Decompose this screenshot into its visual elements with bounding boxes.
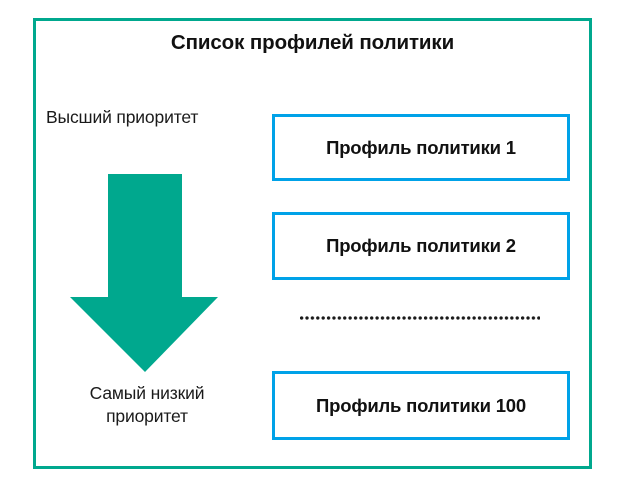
lowest-priority-label: Самый низкий приоритет [42, 382, 252, 429]
lowest-priority-label-line1: Самый низкий [89, 383, 205, 403]
highest-priority-label: Высший приоритет [46, 107, 199, 127]
policy-profile-box[interactable]: Профиль политики 100 [272, 371, 570, 440]
page-title: Список профилей политики [170, 31, 455, 54]
policy-profile-box[interactable]: Профиль политики 1 [272, 114, 570, 181]
ellipsis-separator [300, 311, 540, 325]
policy-profile-box[interactable]: Профиль политики 2 [272, 212, 570, 280]
lowest-priority-label-line2: приоритет [106, 406, 188, 427]
arrow-down-icon [68, 172, 220, 374]
policy-profile-label: Профиль политики 2 [326, 235, 516, 256]
policy-profile-label: Профиль политики 1 [326, 136, 516, 158]
policy-profile-label: Профиль политики 100 [316, 394, 526, 416]
